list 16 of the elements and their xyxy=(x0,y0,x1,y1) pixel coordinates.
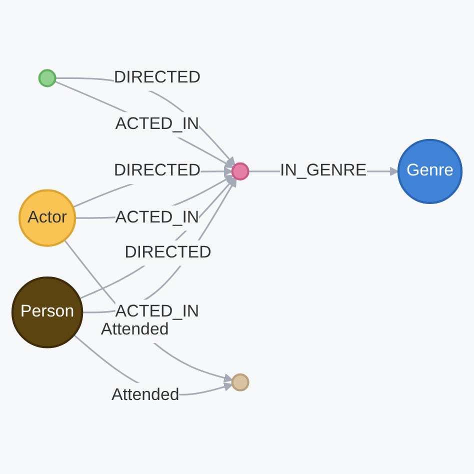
node-circle: Person xyxy=(11,276,84,348)
node-circle: Genre xyxy=(397,138,463,204)
edge-label: IN_GENRE xyxy=(280,162,367,180)
edge-label: DIRECTED xyxy=(114,68,201,87)
arrow xyxy=(64,240,234,382)
node-circle xyxy=(38,69,56,88)
edge-label: Attended xyxy=(111,386,180,404)
node-circle: Actor xyxy=(18,189,76,247)
edge-label: DIRECTED xyxy=(124,244,212,262)
node-circle xyxy=(231,373,250,392)
edge-label: ACTED_IN xyxy=(115,302,200,321)
edge-label: ACTED_IN xyxy=(115,208,200,227)
edge-label: ACTED_IN xyxy=(115,115,200,134)
edge-label: Attended xyxy=(100,320,169,339)
node-circle xyxy=(231,162,250,181)
edge-label: DIRECTED xyxy=(114,162,201,180)
